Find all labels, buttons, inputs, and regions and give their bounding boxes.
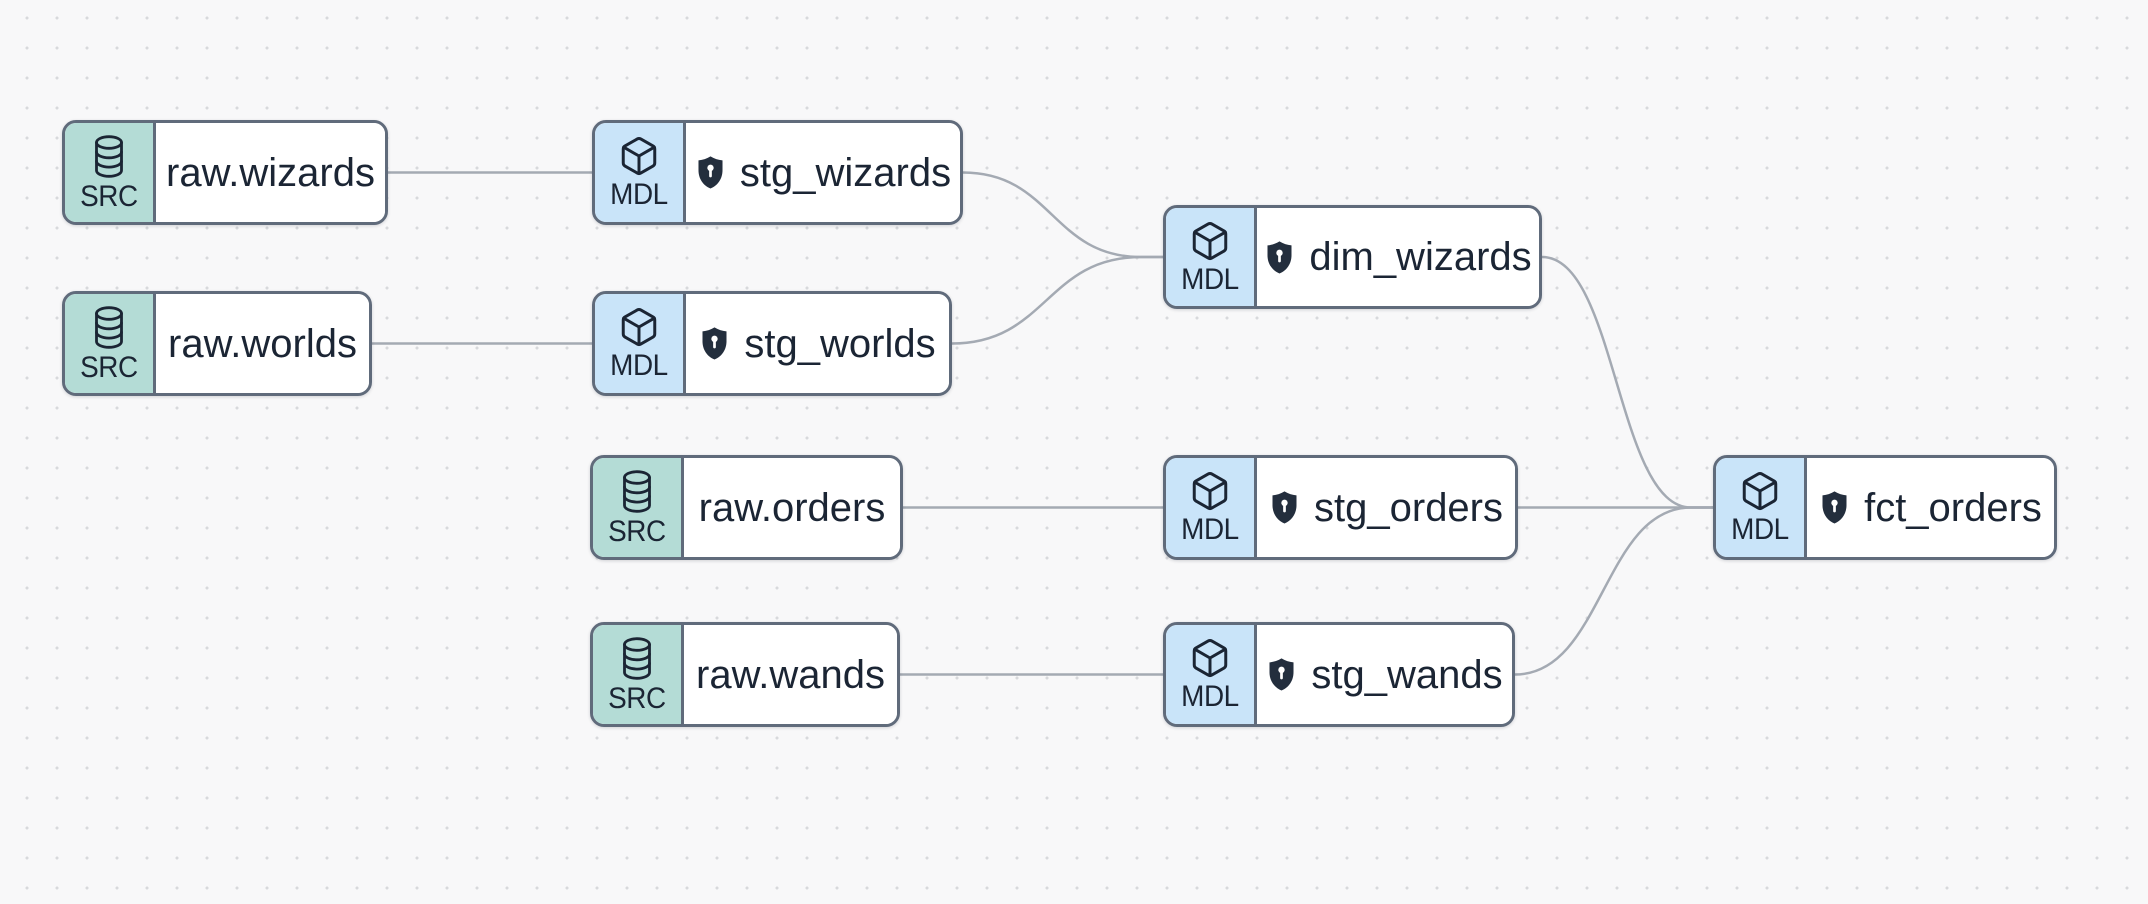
database-icon [620,636,654,681]
lineage-node-fct_orders[interactable]: MDL fct_orders [1713,455,2057,560]
node-type-label: SRC [608,681,666,715]
node-type-badge: MDL [1166,458,1257,557]
node-body: stg_wands [1257,625,1512,724]
node-type-label: MDL [610,178,668,211]
node-type-label: MDL [1181,680,1239,713]
node-type-badge: MDL [595,294,686,393]
node-body: stg_wizards [686,123,960,222]
node-type-badge: MDL [595,123,686,222]
node-name-label: stg_wands [1311,652,1503,697]
lineage-node-stg_orders[interactable]: MDL stg_orders [1163,455,1518,560]
node-name-label: dim_wizards [1309,235,1532,279]
node-type-badge: SRC [65,294,156,393]
lineage-node-stg_worlds[interactable]: MDL stg_worlds [592,291,952,396]
node-type-badge: SRC [65,123,156,222]
lineage-node-dim_wizards[interactable]: MDL dim_wizards [1163,205,1542,309]
node-name-label: stg_worlds [744,321,936,366]
node-name-label: raw.orders [698,485,886,530]
node-body: raw.wizards [156,123,385,222]
node-type-badge: SRC [593,625,684,724]
node-body: fct_orders [1807,458,2054,557]
cube-icon [1189,220,1231,262]
node-body: stg_worlds [686,294,949,393]
database-icon [620,469,654,514]
node-body: raw.wands [684,625,897,724]
node-type-label: SRC [80,350,138,384]
lineage-node-stg_wands[interactable]: MDL stg_wands [1163,622,1515,727]
node-body: dim_wizards [1257,208,1539,306]
lineage-node-stg_wizards[interactable]: MDL stg_wizards [592,120,963,225]
cube-icon [1739,470,1781,512]
lineage-node-raw_wands[interactable]: SRC raw.wands [590,622,900,727]
node-type-badge: MDL [1166,625,1257,724]
node-type-label: SRC [80,179,138,213]
node-type-badge: MDL [1716,458,1807,557]
node-type-badge: MDL [1166,208,1257,306]
cube-icon [618,306,660,348]
node-name-label: raw.worlds [168,321,357,366]
lineage-node-raw_orders[interactable]: SRC raw.orders [590,455,903,560]
node-name-label: stg_wizards [739,150,952,195]
node-type-label: SRC [608,514,666,548]
node-name-label: fct_orders [1864,485,2042,530]
node-name-label: stg_orders [1314,485,1503,530]
node-type-label: MDL [1181,513,1239,546]
node-type-label: MDL [610,349,668,382]
shield-lock-icon [699,326,730,361]
node-type-label: MDL [1181,262,1239,296]
edge-stg_worlds-to-dim_wizards [950,255,1165,345]
shield-lock-icon [1264,240,1295,275]
edge-dim_wizards-to-fct_orders [1540,255,1715,509]
cube-icon [618,135,660,177]
cube-icon [1189,637,1231,679]
edge-stg_wands-to-fct_orders [1513,506,1715,676]
node-name-label: raw.wands [696,652,885,697]
shield-lock-icon [1819,490,1850,525]
node-body: raw.orders [684,458,900,557]
database-icon [92,305,126,350]
node-body: raw.worlds [156,294,369,393]
lineage-node-raw_worlds[interactable]: SRC raw.worlds [62,291,372,396]
node-name-label: raw.wizards [166,150,375,195]
lineage-node-raw_wizards[interactable]: SRC raw.wizards [62,120,388,225]
cube-icon [1189,470,1231,512]
database-icon [92,134,126,179]
node-type-badge: SRC [593,458,684,557]
shield-lock-icon [1266,657,1297,692]
node-body: stg_orders [1257,458,1515,557]
shield-lock-icon [1269,490,1300,525]
node-type-label: MDL [1731,513,1789,546]
edge-stg_wizards-to-dim_wizards [961,171,1165,259]
shield-lock-icon [695,155,726,190]
